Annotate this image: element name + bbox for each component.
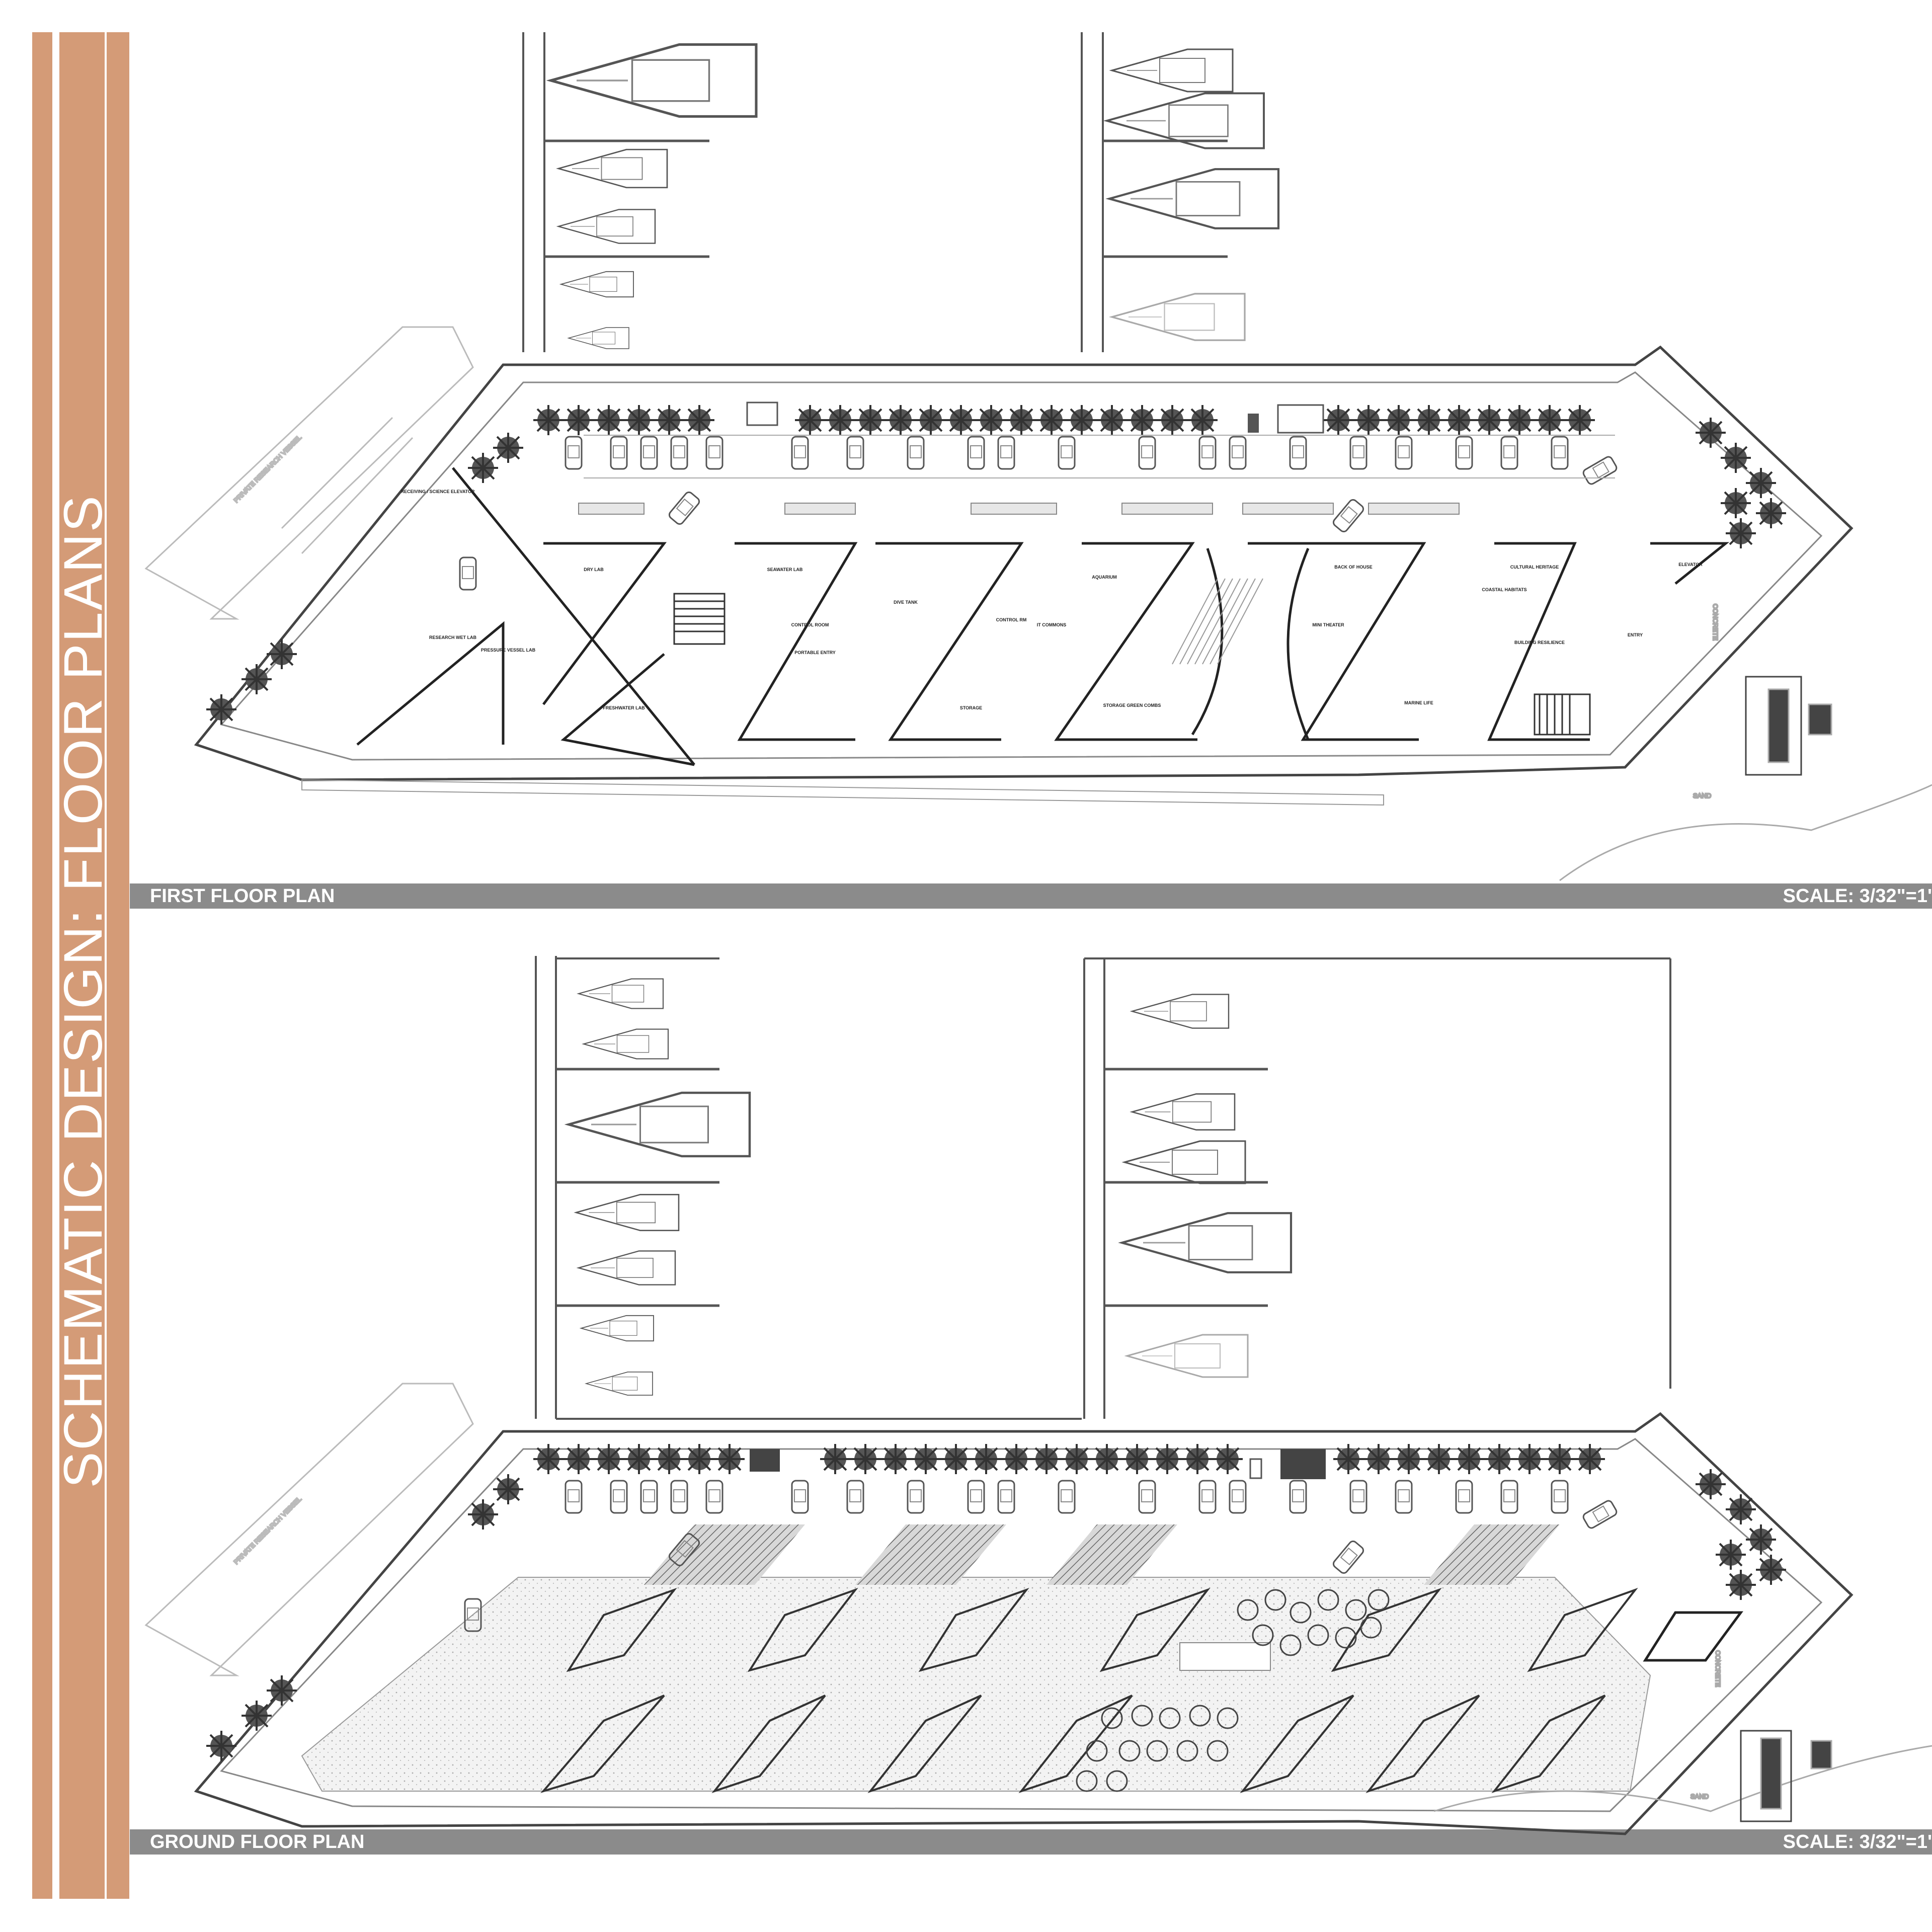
concrete-label-bottom: CONCRETE [1714, 1650, 1722, 1687]
svg-text:CONTROL RM: CONTROL RM [996, 617, 1027, 622]
svg-text:RESEARCH WET LAB: RESEARCH WET LAB [429, 635, 476, 640]
auditorium-seats [1172, 578, 1263, 665]
room-labels-first: RECEIVING / SCIENCE ELEVATOR DRY LAB RES… [400, 489, 1703, 710]
svg-text:SEAWATER LAB: SEAWATER LAB [767, 567, 803, 572]
building-outline-ground [194, 1412, 1854, 1835]
pier-left-top [522, 32, 709, 352]
stair-top [673, 593, 1591, 736]
svg-text:FRESHWATER LAB: FRESHWATER LAB [603, 705, 645, 710]
vessel-label-bottom: PRIVATE RESEARCH VESSEL [232, 1495, 303, 1566]
svg-text:IT COMMONS: IT COMMONS [1037, 622, 1067, 627]
first-floor-scale-label: SCALE: 3/32"=1' [1783, 886, 1932, 907]
pier-right-bottom [1083, 957, 1671, 1419]
svg-text:DIVE TANK: DIVE TANK [894, 600, 918, 605]
vessel-label-top: PRIVATE RESEARCH VESSEL [232, 434, 303, 505]
room-walls-first [356, 467, 1730, 766]
svg-text:BACK OF HOUSE: BACK OF HOUSE [1334, 565, 1373, 570]
sand-label-top: SAND [1693, 792, 1711, 799]
svg-text:CONTROL ROOM: CONTROL ROOM [791, 622, 829, 627]
svg-text:DRY LAB: DRY LAB [584, 567, 604, 572]
seating-circles [1076, 1589, 1390, 1792]
boats-bottom [569, 978, 1291, 1396]
svg-text:ENTRY: ENTRY [1628, 632, 1643, 637]
ground-floor-bar: GROUND FLOOR PLAN SCALE: 3/32"=1' [130, 1829, 1932, 1855]
accent-stripe-right [107, 32, 129, 1899]
ground-floor-plan-label: GROUND FLOOR PLAN [150, 1831, 365, 1853]
building-outline-first [194, 345, 1854, 806]
accent-stripe-left [32, 32, 52, 1899]
svg-text:ELEVATOR: ELEVATOR [1678, 562, 1703, 567]
site-bottom-right: SAND CONCRETE [1433, 1650, 1932, 1822]
svg-text:AQUARIUM: AQUARIUM [1092, 575, 1117, 580]
title-band [59, 32, 105, 1899]
svg-text:STORAGE GREEN COMBS: STORAGE GREEN COMBS [1103, 703, 1161, 708]
svg-text:STORAGE: STORAGE [960, 705, 982, 710]
concrete-label-top: CONCRETE [1712, 604, 1719, 640]
first-floor-bar: FIRST FLOOR PLAN SCALE: 3/32"=1' [130, 883, 1932, 909]
svg-text:CULTURAL HERITAGE: CULTURAL HERITAGE [1510, 565, 1559, 570]
research-vessel-bottom: PRIVATE RESEARCH VESSEL [144, 1383, 474, 1676]
svg-text:PORTABLE ENTRY: PORTABLE ENTRY [794, 650, 836, 655]
plaza-ground [301, 1524, 1651, 1792]
svg-text:PRESSURE VESSEL LAB: PRESSURE VESSEL LAB [481, 648, 536, 653]
market-stalls [540, 1587, 1638, 1794]
sand-label-bottom: SAND [1691, 1793, 1709, 1800]
ground-floor-scale-label: SCALE: 3/32"=1' [1783, 1831, 1932, 1853]
svg-text:MINI THEATER: MINI THEATER [1312, 622, 1344, 627]
svg-text:BUILDING RESILIENCE: BUILDING RESILIENCE [1514, 640, 1565, 645]
svg-text:RECEIVING / SCIENCE ELEVATOR: RECEIVING / SCIENCE ELEVATOR [400, 489, 475, 494]
research-vessel-top: PRIVATE RESEARCH VESSEL [144, 326, 474, 620]
pier-left-bottom [535, 956, 1082, 1420]
first-floor-plan-label: FIRST FLOOR PLAN [150, 886, 335, 907]
boats-top [551, 45, 1278, 349]
svg-text:COASTAL HABITATS: COASTAL HABITATS [1482, 587, 1526, 592]
pier-right-top [1081, 32, 1228, 352]
site-top-right: SAND CONCRETE [1559, 603, 1932, 881]
svg-text:MARINE LIFE: MARINE LIFE [1404, 700, 1433, 705]
